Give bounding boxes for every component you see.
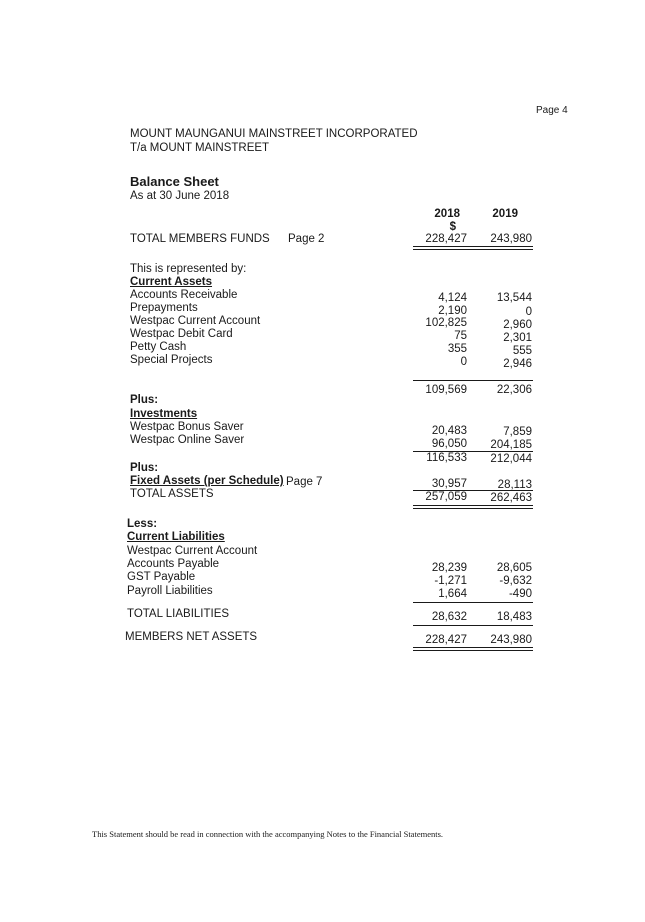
ca-row-2019: 2,960 [503,319,532,331]
plus-label: Plus: [130,462,159,474]
cl-row-2018: -1,271 [434,575,467,587]
ca-row-label: Westpac Current Account [130,315,261,327]
fixed-assets-ref: Page 7 [286,476,323,488]
cl-row-2018: 1,664 [438,588,467,600]
cl-row-2019: -490 [508,588,532,600]
total-liabilities-2018: 28,632 [431,611,467,623]
total-liabilities-2019: 18,483 [496,611,532,623]
investments-total-2018: 116,533 [426,452,467,464]
fixed-assets-2018: 30,957 [431,478,467,490]
total-assets-label: TOTAL ASSETS [130,488,214,500]
page-number: Page 4 [536,105,568,116]
ca-row-label: Petty Cash [130,341,187,353]
total-members-funds-2019: 243,980 [490,233,532,245]
net-assets-2018: 228,427 [425,634,467,646]
report-date: As at 30 June 2018 [130,190,230,202]
org-name: MOUNT MAUNGANUI MAINSTREET INCORPORATED [130,128,418,140]
investments-subtotal-rule [413,451,533,452]
cl-row-2018: 28,239 [431,562,467,574]
ca-row-label: Accounts Receivable [130,289,238,301]
current-assets-heading: Current Assets [130,276,213,288]
investments-total-2019: 212,044 [490,453,532,465]
ca-row-label: Prepayments [130,302,198,314]
total-members-funds-2018: 228,427 [425,233,467,245]
currency-symbol: $ [449,221,456,233]
net-assets-2019: 243,980 [490,634,532,646]
ca-row-2018: 2,190 [438,305,467,317]
ca-row-2018: 355 [447,343,467,355]
cl-row-2019: -9,632 [499,575,532,587]
current-assets-subtotal-rule [413,380,533,381]
column-header-2019: 2019 [492,208,518,220]
inv-row-label: Westpac Bonus Saver [130,421,244,433]
column-header-2018: 2018 [434,208,460,220]
inv-row-2018: 20,483 [431,425,467,437]
ca-row-2018: 0 [460,356,467,368]
ca-row-2019: 13,544 [496,292,532,304]
inv-row-2019: 204,185 [490,439,532,451]
liabilities-subtotal-rule [413,602,533,603]
total-assets-2019: 262,463 [490,492,532,504]
total-assets-2018: 257,059 [425,491,467,503]
investments-heading: Investments [130,408,198,420]
cl-row-label: Accounts Payable [127,558,220,570]
net-assets-double-rule [413,647,533,651]
ca-row-2019: 2,946 [503,358,532,370]
inv-row-2019: 7,859 [503,426,532,438]
total-liabilities-label: TOTAL LIABILITIES [127,608,230,620]
inv-row-label: Westpac Online Saver [130,434,245,446]
members-funds-double-rule [413,246,533,250]
plus-label: Plus: [130,394,159,406]
ca-row-2018: 75 [454,330,467,342]
inv-row-2018: 96,050 [431,438,467,450]
total-assets-rule [413,490,533,491]
ca-row-label: Special Projects [130,354,213,366]
fixed-assets-2019: 28,113 [497,479,532,491]
cl-row-label: Payroll Liabilities [127,585,213,597]
net-assets-label: MEMBERS NET ASSETS [125,631,258,643]
less-label: Less: [127,518,158,530]
total-assets-double-rule [413,505,533,509]
ca-row-label: Westpac Debit Card [130,328,233,340]
total-members-funds-ref: Page 2 [288,233,325,245]
fixed-assets-label: Fixed Assets (per Schedule) [130,475,284,487]
cl-row-2019: 28,605 [496,562,532,574]
represented-by-label: This is represented by: [130,263,247,275]
current-assets-total-2018: 109,569 [425,384,467,396]
total-liabilities-rule [413,625,533,626]
current-liabilities-sub-label: Westpac Current Account [127,545,258,557]
ca-row-2019: 2,301 [503,332,532,344]
cl-row-label: GST Payable [127,571,196,583]
ca-row-2018: 4,124 [438,292,467,304]
footer-note: This Statement should be read in connect… [92,829,444,839]
ca-row-2019: 555 [512,345,532,357]
org-trading-as: T/a MOUNT MAINSTREET [130,142,270,154]
report-title: Balance Sheet [130,174,219,189]
ca-row-2019: 0 [525,306,532,318]
current-assets-total-2019: 22,306 [496,384,532,396]
current-liabilities-heading: Current Liabilities [127,531,225,543]
total-members-funds-label: TOTAL MEMBERS FUNDS [130,233,270,245]
ca-row-2018: 102,825 [425,317,467,329]
